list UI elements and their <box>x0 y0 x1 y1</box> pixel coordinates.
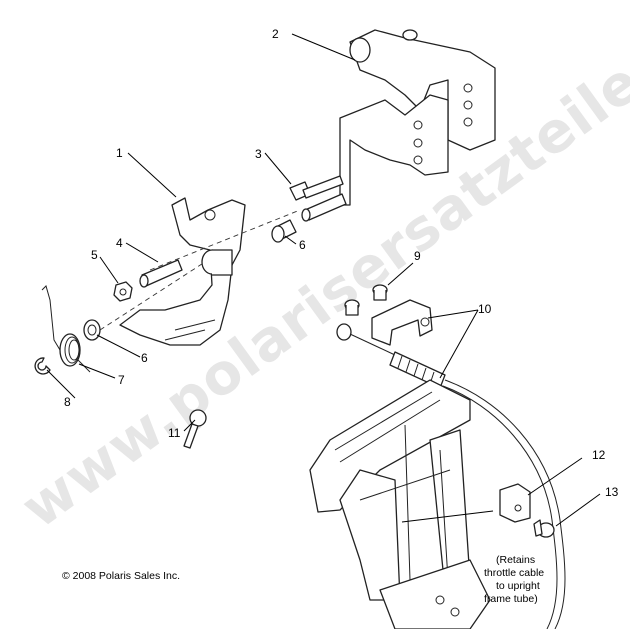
callout-6-upper: 6 <box>299 238 306 252</box>
leader-lines <box>46 33 601 527</box>
note-line-1: (Retains <box>496 554 535 566</box>
note-line-2: throttle cable <box>484 567 544 579</box>
cable-bushing <box>344 284 388 316</box>
cable-clamp <box>499 483 531 523</box>
throttle-cable <box>336 299 566 629</box>
pivot-shaft <box>301 193 347 222</box>
clamp-note: (Retains throttle cable to upright frame… <box>484 554 544 605</box>
callout-5: 5 <box>91 248 98 262</box>
callout-1: 1 <box>116 146 123 160</box>
pedal-pin <box>139 259 183 288</box>
callout-6-lower: 6 <box>141 351 148 365</box>
push-rivet <box>183 409 207 449</box>
callout-4: 4 <box>116 236 123 250</box>
callout-2: 2 <box>272 27 279 41</box>
callout-13: 13 <box>605 485 619 499</box>
mounting-bracket <box>339 29 496 206</box>
callout-12: 12 <box>592 448 606 462</box>
retaining-clip <box>34 357 51 375</box>
note-line-3: to upright <box>496 580 540 592</box>
bolt <box>289 175 344 201</box>
bushing-upper <box>271 219 297 243</box>
callout-10: 10 <box>478 302 492 316</box>
brake-pedal <box>119 197 246 346</box>
screw <box>533 519 555 538</box>
upright-frame <box>309 379 491 629</box>
callout-9: 9 <box>414 249 421 263</box>
return-spring <box>41 285 91 373</box>
callout-7: 7 <box>118 373 125 387</box>
alignment-line-lower <box>99 261 206 331</box>
callout-8: 8 <box>64 395 71 409</box>
callout-11: 11 <box>168 426 181 440</box>
note-line-4: frame tube) <box>484 593 538 605</box>
copyright-text: © 2008 Polaris Sales Inc. <box>62 570 180 582</box>
nut <box>113 281 133 302</box>
callout-3: 3 <box>255 147 262 161</box>
washer-lower <box>83 319 101 341</box>
